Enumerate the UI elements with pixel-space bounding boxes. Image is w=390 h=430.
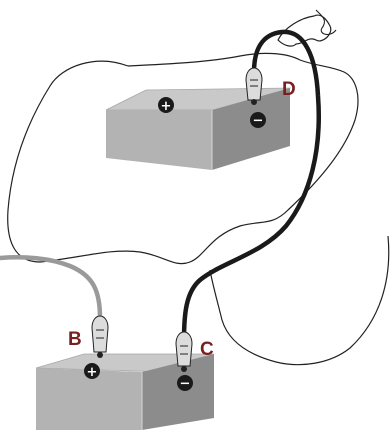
black-jumper-cable — [181, 29, 321, 343]
lower-battery-front — [36, 368, 142, 430]
upper-positive-terminal — [158, 97, 174, 113]
upper-negative-terminal — [250, 112, 266, 128]
upper-battery-side — [212, 88, 290, 170]
clamp-d — [245, 67, 263, 105]
car-outline — [7, 52, 359, 265]
engine-wire — [315, 9, 337, 36]
lower-negative-symbol: − — [180, 377, 191, 392]
upper-battery-front — [106, 110, 212, 170]
lower-positive-symbol: + — [87, 365, 98, 380]
upper-positive-symbol: + — [161, 99, 172, 114]
upper-negative-symbol: − — [253, 114, 264, 129]
clamp-b — [91, 315, 109, 358]
lower-positive-terminal — [84, 363, 100, 379]
label-d: D — [282, 79, 296, 100]
gray-jumper-cable — [0, 255, 103, 321]
clamp-c — [175, 331, 193, 372]
lower-battery-side — [142, 354, 214, 430]
label-b: B — [68, 329, 82, 350]
lower-negative-terminal — [177, 375, 193, 391]
engine-detail-outline — [277, 14, 332, 47]
upper-battery: + − — [105, 87, 292, 170]
lower-battery: + − — [35, 353, 215, 430]
right-fender-outline — [209, 235, 390, 366]
label-c: C — [200, 339, 214, 360]
